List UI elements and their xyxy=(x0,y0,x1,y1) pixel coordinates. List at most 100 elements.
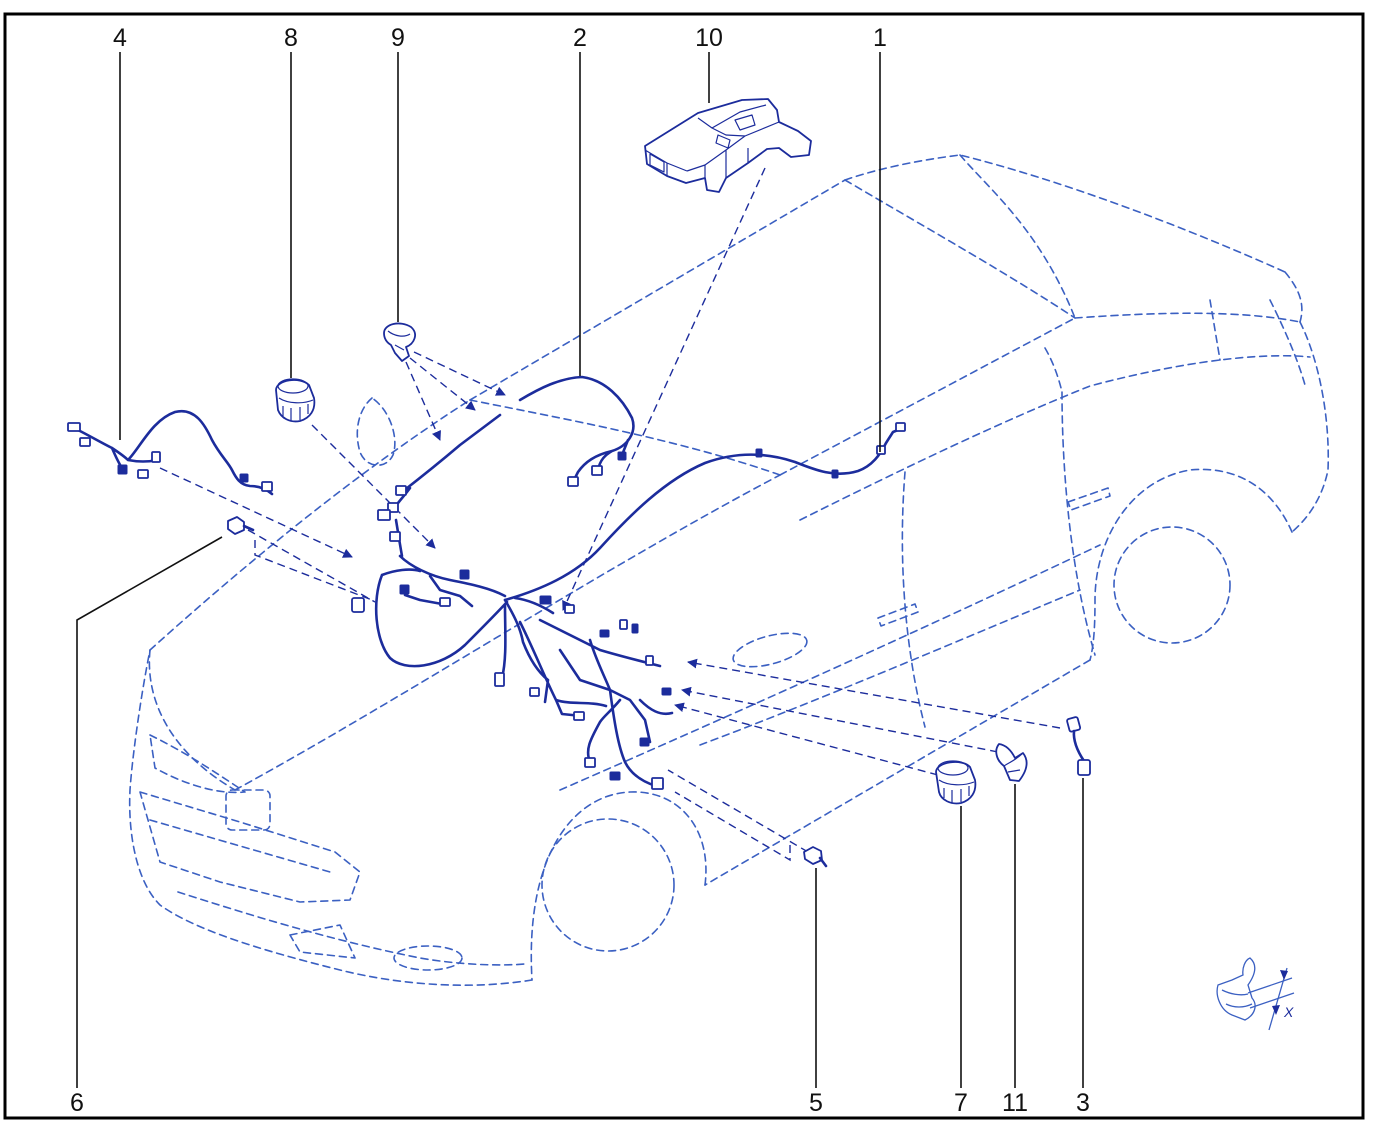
junction-connector xyxy=(619,619,628,630)
part-1-wiring-harness xyxy=(503,422,906,602)
door-lines xyxy=(901,391,1096,728)
junction-connector xyxy=(439,597,451,607)
junction-connector xyxy=(399,584,410,595)
part-3-connector-lead xyxy=(1066,716,1091,776)
part-11-clip xyxy=(995,743,1028,782)
junction-connector xyxy=(639,737,650,747)
rear-wheel xyxy=(1113,526,1231,644)
callout-leader-lines xyxy=(76,52,1084,1088)
junction-connector xyxy=(494,672,505,687)
junction-connector xyxy=(529,687,540,697)
callout-10: 10 xyxy=(695,24,723,52)
harness-1-connector xyxy=(895,422,906,432)
body-side-crease xyxy=(559,544,1101,791)
sill-line xyxy=(704,659,1091,886)
fog-lamp xyxy=(393,945,463,971)
junction-connector xyxy=(539,595,552,605)
part-6-bolt xyxy=(227,516,255,535)
callout-8: 8 xyxy=(284,24,298,52)
callout-9: 9 xyxy=(391,24,405,52)
part-8-grommet xyxy=(275,378,316,423)
diagram-frame xyxy=(3,12,1365,1120)
lead-wire xyxy=(1072,729,1086,763)
bolt-head xyxy=(227,516,245,535)
junction-connector xyxy=(351,597,365,613)
bolt-head xyxy=(803,846,823,865)
lower-bumper xyxy=(177,891,526,966)
guide-line-part-6 xyxy=(247,529,376,603)
junction-connector xyxy=(573,711,585,721)
part-4-sub-harness xyxy=(67,409,274,496)
guide-line-part-10 xyxy=(562,167,766,611)
junction-connector xyxy=(631,623,639,634)
front-bumper xyxy=(128,649,533,987)
dimension-detail-inset: X xyxy=(1216,957,1295,1031)
assembly-guide-lines xyxy=(159,167,1061,862)
part-10-control-unit-bracket xyxy=(644,98,812,193)
harness-1-connector xyxy=(876,445,886,455)
sub-harness-connector xyxy=(67,422,81,432)
harness-1-clip xyxy=(831,469,839,479)
sub-harness-connector xyxy=(137,469,149,479)
front-wheel-arch xyxy=(530,791,707,981)
callout-labels: 4 8 9 2 10 1 6 5 7 11 3 xyxy=(70,24,1090,1117)
junction-connector xyxy=(584,757,596,768)
bolt-shank xyxy=(242,524,255,532)
inset-dimension-arrow-top xyxy=(1280,970,1288,980)
headlight xyxy=(149,734,246,794)
door-handles xyxy=(877,487,1111,627)
junction-wires xyxy=(374,518,674,788)
junction-connector xyxy=(651,777,664,790)
callout-5: 5 xyxy=(809,1089,823,1117)
callout-1: 1 xyxy=(873,24,887,52)
roof-outline xyxy=(844,154,1303,323)
harness-1-clip xyxy=(755,448,763,458)
part-7-grommet xyxy=(935,760,977,805)
guide-line-part-8 xyxy=(311,424,436,549)
rear-outline xyxy=(1269,299,1330,533)
inset-part-outline xyxy=(1216,957,1256,1021)
callout-4: 4 xyxy=(113,24,127,52)
clip-details xyxy=(387,330,411,351)
callout-7: 7 xyxy=(954,1089,968,1117)
front-harness-junction xyxy=(351,509,674,790)
callout-2: 2 xyxy=(573,24,587,52)
sub-harness-connector xyxy=(239,473,249,483)
inset-dimension-arrow-bottom xyxy=(1272,1005,1280,1015)
vehicle-outline xyxy=(128,154,1330,987)
part-5-bolt xyxy=(803,846,828,868)
windshield-outline xyxy=(469,179,1076,476)
harness-1-trunk xyxy=(503,426,905,602)
hood-outline xyxy=(148,399,781,791)
guide-line-part-11 xyxy=(681,686,999,753)
clip-details xyxy=(1003,752,1024,773)
grommet-top xyxy=(277,378,309,394)
junction-connector xyxy=(599,629,610,638)
grommet-top xyxy=(937,760,969,776)
grommet-ribs xyxy=(278,397,314,421)
sub-harness-connector xyxy=(79,437,91,447)
callout-3: 3 xyxy=(1076,1089,1090,1117)
callout-11: 11 xyxy=(1002,1089,1028,1117)
control-unit-details xyxy=(644,104,780,178)
harness-2-connector xyxy=(395,485,407,496)
clip-body xyxy=(383,322,416,362)
clip-body xyxy=(995,743,1028,782)
guide-line-part-9-c xyxy=(413,351,506,396)
harness-2-connector xyxy=(591,465,603,476)
lead-connector-top xyxy=(1066,716,1082,733)
junction-connector xyxy=(564,604,575,614)
harness-2-connector xyxy=(567,476,579,487)
inset-extension-lines xyxy=(1247,977,1295,1009)
guide-line-part-4 xyxy=(159,467,353,558)
strut-tower xyxy=(356,397,396,466)
lead-connector-bottom xyxy=(1077,759,1091,776)
junction-connector xyxy=(661,687,672,696)
control-unit-body xyxy=(644,98,812,193)
guide-line-part-7 xyxy=(674,702,939,776)
callout-6: 6 xyxy=(70,1089,84,1117)
junction-connector xyxy=(609,771,621,781)
rear-wheel-arch xyxy=(1089,468,1293,661)
junction-connector xyxy=(645,655,654,666)
guide-line-part-5 xyxy=(667,769,809,862)
